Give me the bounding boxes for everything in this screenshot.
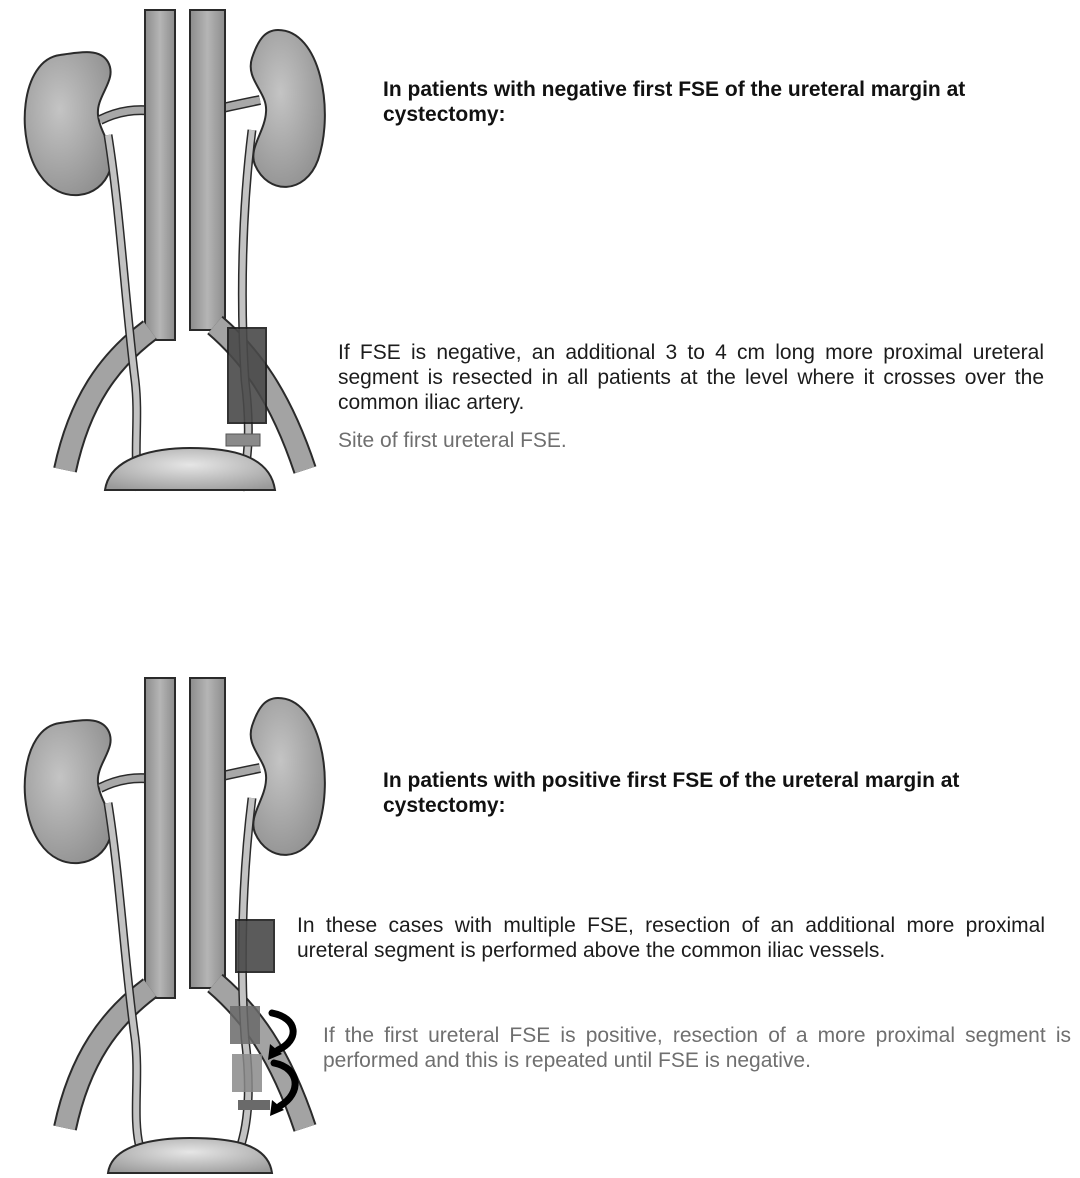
panel-heading: In patients with negative first FSE of t… bbox=[383, 77, 1063, 127]
right-kidney bbox=[251, 30, 325, 187]
right-kidney bbox=[251, 698, 325, 855]
urinary-tract-illustration bbox=[0, 668, 340, 1178]
fse-site-label: Site of first ureteral FSE. bbox=[338, 428, 1044, 453]
left-kidney bbox=[25, 720, 112, 863]
panel-positive-fse: In patients with positive first FSE of t… bbox=[0, 668, 1080, 1178]
resection-note: If FSE is negative, an additional 3 to 4… bbox=[338, 340, 1044, 415]
first-fse-site-marker bbox=[238, 1100, 270, 1110]
bladder bbox=[108, 1138, 272, 1173]
panel-negative-fse: In patients with negative first FSE of t… bbox=[0, 0, 1080, 560]
left-kidney bbox=[25, 52, 112, 195]
repeated-fse-segment bbox=[232, 1054, 262, 1092]
repeat-fse-note: If the first ureteral FSE is positive, r… bbox=[323, 1023, 1071, 1073]
urinary-tract-illustration bbox=[0, 0, 340, 560]
resection-segment-marker bbox=[236, 920, 274, 972]
first-fse-site-marker bbox=[226, 434, 260, 446]
panel-heading: In patients with positive first FSE of t… bbox=[383, 768, 1063, 818]
repeated-fse-segment bbox=[230, 1006, 260, 1044]
multiple-fse-note: In these cases with multiple FSE, resect… bbox=[297, 913, 1045, 963]
resection-segment-marker bbox=[228, 328, 266, 423]
